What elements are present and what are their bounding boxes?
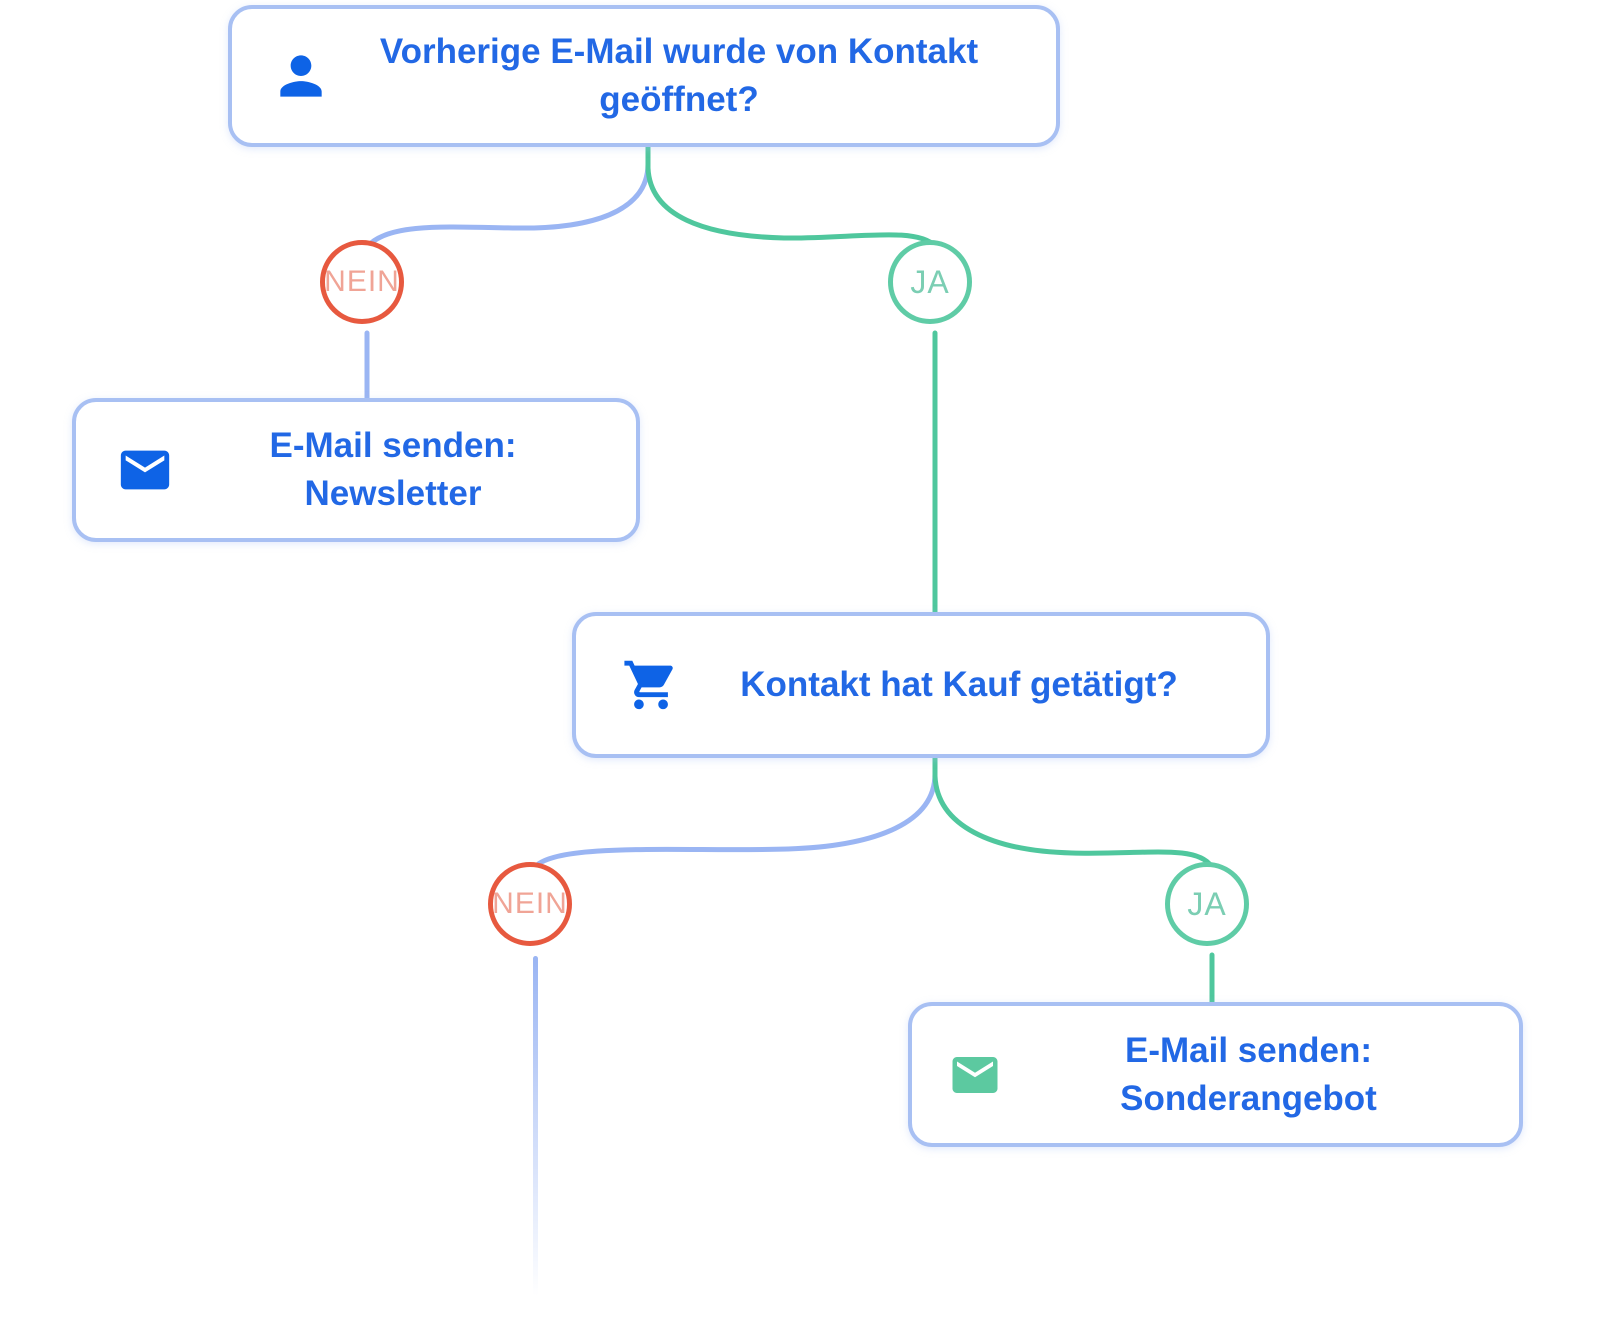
node-label-line1: Kontakt hat Kauf getätigt? bbox=[740, 665, 1178, 704]
branch-label-ja-2: JA bbox=[1165, 862, 1249, 946]
branch-label-ja-1: JA bbox=[888, 240, 972, 324]
node-label-line2: Newsletter bbox=[304, 474, 482, 513]
node-purchase-made[interactable]: Kontakt hat Kauf getätigt? bbox=[572, 612, 1270, 758]
node-previous-email-opened[interactable]: Vorherige E-Mail wurde von Kontakt geöff… bbox=[228, 5, 1060, 147]
node-send-special-offer[interactable]: E-Mail senden: Sonderangebot bbox=[908, 1002, 1523, 1147]
node-label-line1: E-Mail senden: bbox=[269, 426, 517, 465]
branch-label-nein-2: NEIN bbox=[488, 862, 572, 946]
shopping-cart-icon bbox=[622, 656, 680, 714]
node-label: E-Mail senden: Sonderangebot bbox=[1002, 1027, 1495, 1123]
email-icon bbox=[948, 1048, 1002, 1102]
node-label: Kontakt hat Kauf getätigt? bbox=[680, 661, 1238, 709]
node-label-line1: Vorherige E-Mail wurde von Kontakt bbox=[379, 32, 979, 71]
email-icon bbox=[116, 441, 174, 499]
edge-q2-no bbox=[533, 754, 938, 869]
edge-q2-yes bbox=[932, 754, 1214, 869]
node-label: E-Mail senden: Newsletter bbox=[174, 422, 612, 518]
node-send-newsletter[interactable]: E-Mail senden: Newsletter bbox=[72, 398, 640, 542]
person-icon bbox=[270, 45, 332, 107]
node-label-line1: E-Mail senden: bbox=[1125, 1030, 1372, 1070]
edge-q1-no bbox=[365, 143, 651, 249]
branch-label-nein-1: NEIN bbox=[320, 240, 404, 324]
edge-no2-fading bbox=[533, 956, 538, 1314]
edge-q1-yes bbox=[645, 143, 938, 249]
node-label: Vorherige E-Mail wurde von Kontakt geöff… bbox=[332, 28, 1026, 124]
node-label-line2: geöffnet? bbox=[599, 80, 759, 119]
node-label-line2: Sonderangebot bbox=[1120, 1078, 1377, 1118]
